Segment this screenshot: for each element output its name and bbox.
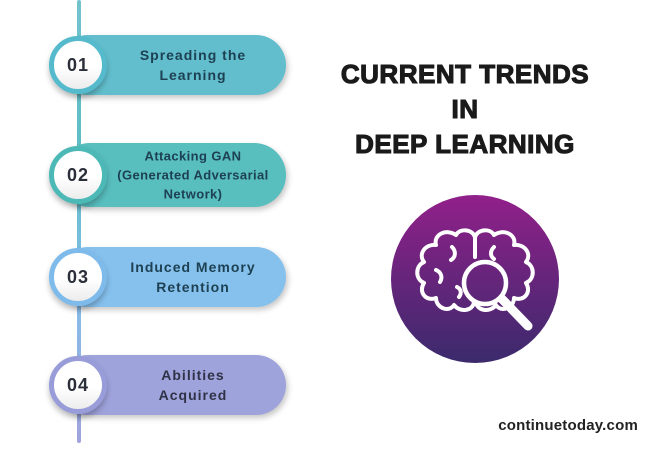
website-credit: continuetoday.com [498, 417, 638, 434]
item-2-number-badge: 02 [49, 146, 107, 204]
deep-learning-badge [391, 195, 559, 363]
item-4-label: Abilities Acquired [158, 367, 228, 403]
brain-magnifier-icon [391, 195, 559, 363]
magnifier-handle-icon [497, 294, 533, 331]
item-2-label: Attacking GAN (Generated Adversarial Net… [117, 148, 269, 202]
brain-outline [415, 228, 535, 312]
item-1-number: 01 [66, 54, 90, 75]
item-3-number-badge: 03 [49, 248, 107, 306]
item-1-label: Spreading the Learning [139, 47, 247, 83]
item-3-label: Induced Memory Retention [130, 259, 256, 295]
timeline-item-3: Induced Memory Retention 03 [49, 247, 286, 307]
item-4-number-badge: 04 [49, 356, 107, 414]
item-1-number-badge: 01 [49, 36, 107, 94]
timeline-connector [77, 0, 81, 443]
item-3-number: 03 [66, 266, 90, 287]
page-title: CURRENT TRENDS IN DEEP LEARNING [340, 58, 590, 159]
timeline-item-4: Abilities Acquired 04 [49, 355, 286, 415]
magnifier-lens-icon [461, 259, 509, 307]
item-2-number: 02 [66, 164, 90, 185]
item-4-number: 04 [66, 374, 90, 395]
timeline-item-1: Spreading the Learning 01 [49, 35, 286, 95]
timeline-item-2: Attacking GAN (Generated Adversarial Net… [49, 143, 286, 207]
